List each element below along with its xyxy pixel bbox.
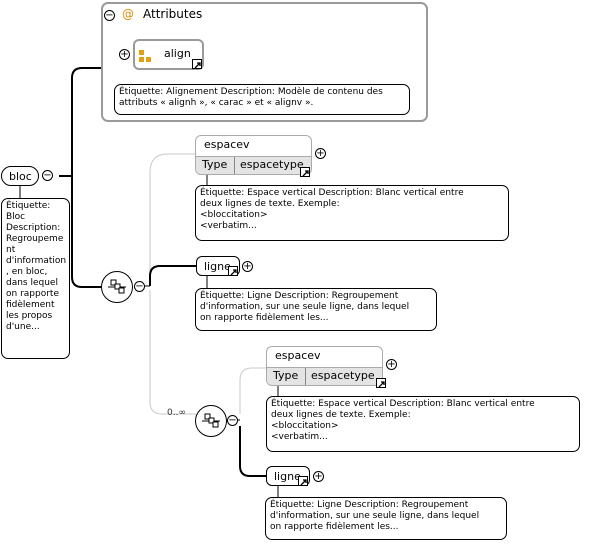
element-ligne[interactable]: ligne <box>196 256 240 276</box>
ligne-repeat-expand-toggle[interactable]: + <box>313 471 324 482</box>
reference-arrow-icon[interactable] <box>228 266 238 276</box>
espacev-repeat-expand-toggle[interactable]: + <box>386 359 397 370</box>
note-line: Regroupeme <box>6 234 64 244</box>
reference-arrow-icon[interactable] <box>298 476 308 486</box>
element-name: espacev <box>275 349 321 362</box>
note-line: deux lignes de texte. Exemple: <box>271 410 411 420</box>
note-line: on rapporte fidèlement les... <box>270 522 399 532</box>
type-bar: Type espacetype <box>267 367 382 385</box>
collapse-icon: − <box>135 281 144 292</box>
sequence-icon <box>108 279 126 294</box>
sequence-icon <box>202 413 220 428</box>
note-line: d'une... <box>6 322 40 332</box>
type-label: Type <box>202 158 228 171</box>
note-line: les propos <box>6 311 53 321</box>
element-espacev[interactable]: espacev Type espacetype <box>195 135 312 177</box>
attribute-group-icon <box>139 48 152 62</box>
element-ligne-repeat[interactable]: ligne <box>266 466 310 486</box>
note-line: <verbatim... <box>200 221 257 231</box>
note-line: d'information <box>6 256 67 266</box>
align-documentation-note: Étiquette: Alignement Description: Modèl… <box>114 84 410 115</box>
note-line: nt <box>6 245 16 255</box>
collapse-icon: − <box>228 415 237 426</box>
type-value: espacetype <box>311 369 375 382</box>
element-name: ligne <box>204 260 231 273</box>
note-line: d'information, sur une seule ligne, dans… <box>270 511 480 521</box>
type-label: Type <box>273 369 299 382</box>
expand-icon: + <box>120 49 129 60</box>
attributes-title: Attributes <box>143 7 203 21</box>
note-line: , en bloc, <box>6 267 48 277</box>
note-line: Étiquette: Ligne Description: Regroupeme… <box>270 500 469 510</box>
attribute-expand-toggle[interactable]: + <box>119 49 130 60</box>
reference-arrow-icon[interactable] <box>192 59 202 69</box>
sequence-repeat-collapse-toggle[interactable]: − <box>227 415 238 426</box>
element-name: ligne <box>274 470 301 483</box>
note-line: Étiquette: Alignement Description: Modèl… <box>119 87 383 97</box>
note-line: d'information, sur une seule ligne, dans… <box>200 302 410 312</box>
type-bar: Type espacetype <box>196 156 311 174</box>
cardinality-label: 0..∞ <box>167 408 186 418</box>
note-line: Étiquette: Espace vertical Description: … <box>271 399 535 409</box>
note-line: on rapporte <box>6 289 59 299</box>
sequence-compositor-main[interactable] <box>101 271 133 303</box>
reference-arrow-icon[interactable] <box>376 378 386 388</box>
element-name: espacev <box>204 138 250 151</box>
note-line: Étiquette: <box>6 201 51 211</box>
note-line: deux lignes de texte. Exemple: <box>200 199 340 209</box>
sequence-compositor-repeat[interactable] <box>195 405 227 437</box>
expand-icon: + <box>387 359 396 370</box>
note-line: Bloc <box>6 212 26 222</box>
espacev-repeat-documentation-note: Étiquette: Espace vertical Description: … <box>266 396 580 452</box>
bloc-documentation-note: Étiquette: Bloc Description: Regroupeme … <box>1 198 70 359</box>
note-line: <bloccitation> <box>271 421 339 431</box>
element-espacev-repeat[interactable]: espacev Type espacetype <box>266 346 386 388</box>
collapse-icon: − <box>43 170 52 181</box>
reference-arrow-icon[interactable] <box>300 167 310 177</box>
collapse-icon: − <box>105 10 114 21</box>
expand-icon: + <box>314 471 323 482</box>
element-name: bloc <box>9 170 32 183</box>
note-line: Étiquette: Espace vertical Description: … <box>200 188 464 198</box>
type-value: espacetype <box>240 158 304 171</box>
expand-icon: + <box>316 148 325 159</box>
note-line: <verbatim... <box>271 432 328 442</box>
espacev-documentation-note: Étiquette: Espace vertical Description: … <box>195 185 509 241</box>
espacev-expand-toggle[interactable]: + <box>315 148 326 159</box>
note-line: Description: <box>6 223 61 233</box>
note-line: on rapporte fidèlement les... <box>200 313 329 323</box>
root-collapse-toggle[interactable]: − <box>42 170 53 181</box>
attributes-collapse-toggle[interactable]: − <box>104 10 115 21</box>
ligne-documentation-note: Étiquette: Ligne Description: Regroupeme… <box>195 288 437 331</box>
root-element-bloc[interactable]: bloc <box>1 166 39 186</box>
note-line: dans lequel <box>6 278 58 288</box>
expand-icon: + <box>243 261 252 272</box>
ligne-repeat-documentation-note: Étiquette: Ligne Description: Regroupeme… <box>265 497 507 540</box>
at-sign-icon: @ <box>122 7 134 21</box>
note-line: attributs « alignh », « carac » et « ali… <box>119 98 314 108</box>
attribute-name: align <box>164 47 191 60</box>
attribute-align-node[interactable]: align <box>133 39 204 70</box>
ligne-expand-toggle[interactable]: + <box>242 261 253 272</box>
note-line: Étiquette: Ligne Description: Regroupeme… <box>200 291 399 301</box>
note-line: fidèlement <box>6 300 55 310</box>
note-line: <bloccitation> <box>200 210 268 220</box>
sequence-collapse-toggle[interactable]: − <box>134 281 145 292</box>
